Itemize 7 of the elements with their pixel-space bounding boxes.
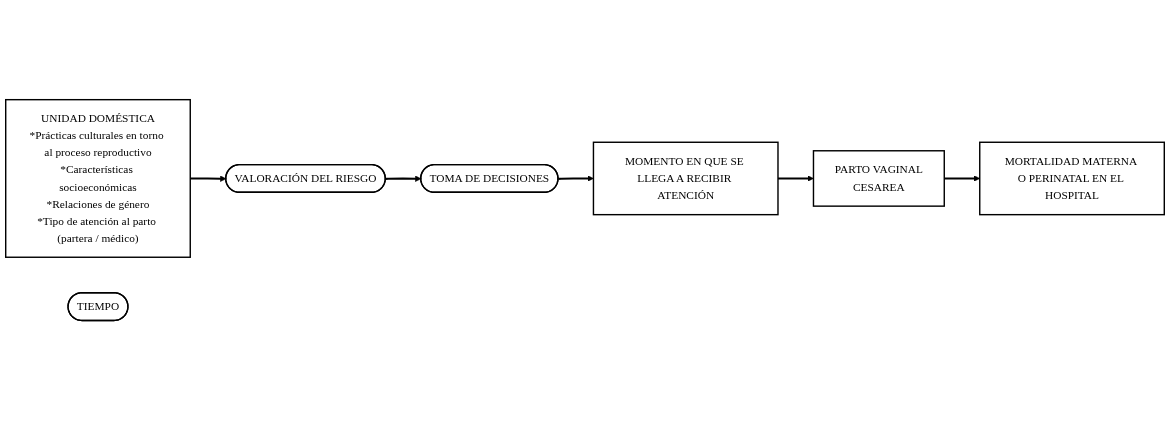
node-box: PARTO VAGINAL CESAREA: [812, 150, 945, 208]
node-box: UNIDAD DOMÉSTICA *Prácticas culturales en torno al proceso reproductivo *Características socioeconómicas *Relaciones de género *Tipo de atención al parto (partera / médico): [5, 99, 191, 259]
node-box: MOMENTO EN QUE SE LLEGA A RECIBIR ATENCIÓN: [592, 142, 779, 216]
arrow: [778, 175, 814, 183]
arrow: [190, 176, 227, 183]
node-box: MORTALIDAD MATERNA O PERINATAL EN EL HOSPITAL: [979, 142, 1165, 216]
arrow: [558, 175, 594, 183]
